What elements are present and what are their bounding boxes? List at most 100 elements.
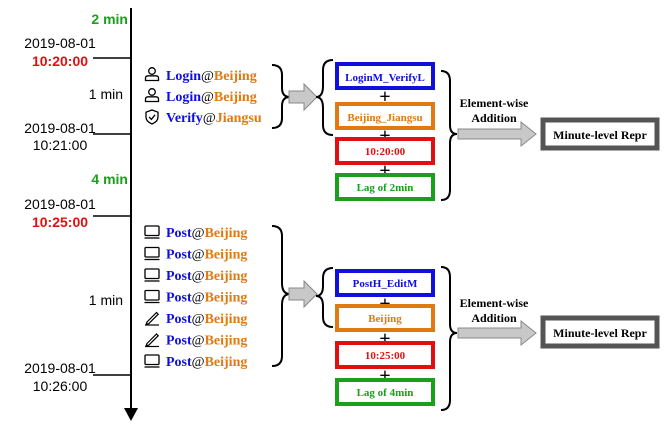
event-location: Beijing xyxy=(205,334,248,349)
event-item: Login@Beijing xyxy=(144,88,257,105)
timestamp-time-2: 10:21:00 xyxy=(33,137,88,153)
action-box-label-1: LoginM_VerifyL xyxy=(345,72,425,84)
event-action: Post xyxy=(166,355,192,370)
time-box-1 xyxy=(335,137,435,165)
result-label-1: Minute-level Repr xyxy=(553,128,647,142)
flow-arrow-2 xyxy=(288,279,318,309)
event-separator: @ xyxy=(192,269,205,284)
action-box-1 xyxy=(335,62,435,90)
plus-sign: + xyxy=(379,125,390,147)
monitor-icon xyxy=(143,354,161,368)
event-separator: @ xyxy=(201,90,214,105)
event-location: Beijing xyxy=(205,248,248,263)
event-separator: @ xyxy=(192,226,205,241)
plus-sign: + xyxy=(379,160,390,182)
event-action: Login xyxy=(166,90,201,105)
event-text: Post@Beijing xyxy=(166,269,247,284)
timestamp-date-2: 2019-08-01 xyxy=(24,120,96,136)
timestamp-time-3: 10:25:00 xyxy=(32,214,88,230)
pencil-icon xyxy=(144,333,160,348)
timeline-arrowhead xyxy=(124,408,138,421)
location-box-1 xyxy=(335,102,435,130)
event-list-group-2: Post@BeijingPost@BeijingPost@BeijingPost… xyxy=(143,225,248,370)
event-separator: @ xyxy=(192,291,205,306)
event-location: Beijing xyxy=(205,226,248,241)
shield-check-icon xyxy=(145,109,159,125)
event-action: Post xyxy=(166,269,192,284)
operation-label-line2: Addition xyxy=(471,311,517,325)
box-brace-right-2 xyxy=(440,266,458,411)
event-location: Beijing xyxy=(205,355,248,370)
flow-arrow-1 xyxy=(288,82,318,112)
event-separator: @ xyxy=(201,69,214,84)
lag-box-2 xyxy=(335,378,435,406)
event-location: Jiangsu xyxy=(216,111,262,126)
event-location: Beijing xyxy=(205,312,248,327)
event-brace-2 xyxy=(271,225,291,367)
event-separator: @ xyxy=(192,334,205,349)
event-item: Post@Beijing xyxy=(143,225,247,241)
location-box-label-2: Beijing xyxy=(368,313,402,325)
action-box-label-2: PostH_EditM xyxy=(353,278,418,290)
event-action: Post xyxy=(166,334,192,349)
event-text: Post@Beijing xyxy=(166,355,247,370)
span-label-1: 1 min xyxy=(89,86,123,102)
event-separator: @ xyxy=(192,355,205,370)
box-brace-left-2 xyxy=(315,267,334,328)
event-action: Post xyxy=(166,312,192,327)
event-text: Post@Beijing xyxy=(166,312,247,327)
time-box-2 xyxy=(335,341,435,369)
event-text: Login@Beijing xyxy=(166,69,257,84)
result-label-2: Minute-level Repr xyxy=(553,326,647,340)
event-item: Verify@Jiangsu xyxy=(145,109,262,126)
result-box-1 xyxy=(540,117,660,151)
plus-sign: + xyxy=(379,86,390,108)
event-item: Post@Beijing xyxy=(143,268,247,284)
addition-arrow-1 xyxy=(457,120,537,148)
action-box-2 xyxy=(335,269,435,297)
operation-label-line2: Addition xyxy=(471,111,517,125)
event-location: Beijing xyxy=(205,291,248,306)
event-item: Post@Beijing xyxy=(144,333,247,349)
plus-sign: + xyxy=(379,365,390,387)
event-action: Login xyxy=(166,69,201,84)
monitor-icon xyxy=(143,289,161,304)
event-item: Login@Beijing xyxy=(144,67,257,84)
event-separator: @ xyxy=(192,248,205,263)
plus-sign: + xyxy=(379,328,390,350)
user-icon xyxy=(144,67,160,82)
event-text: Verify@Jiangsu xyxy=(166,111,262,126)
location-box-label-1: Beijing_Jiangsu xyxy=(347,112,422,124)
operation-label-line1: Element-wise xyxy=(460,96,529,110)
event-action: Verify xyxy=(166,111,203,126)
event-separator: @ xyxy=(203,111,216,126)
monitor-icon xyxy=(143,225,161,239)
gap-label-2: 4 min xyxy=(91,171,128,187)
time-box-label-1: 10:20:00 xyxy=(365,146,406,158)
event-text: Login@Beijing xyxy=(166,90,257,105)
user-icon xyxy=(144,88,160,103)
timestamp-date-3: 2019-08-01 xyxy=(24,196,96,212)
monitor-icon xyxy=(143,268,161,282)
timestamp-time-4: 10:26:00 xyxy=(33,378,88,394)
event-item: Post@Beijing xyxy=(144,311,247,327)
pencil-icon xyxy=(144,311,160,326)
event-text: Post@Beijing xyxy=(166,226,247,241)
location-box-2 xyxy=(335,304,435,332)
event-item: Post@Beijing xyxy=(143,289,248,306)
event-text: Post@Beijing xyxy=(166,334,247,349)
addition-arrow-2 xyxy=(457,319,537,347)
time-box-label-2: 10:25:00 xyxy=(365,350,406,362)
event-action: Post xyxy=(166,291,192,306)
lag-box-label-2: Lag of 4min xyxy=(357,387,414,399)
event-item: Post@Beijing xyxy=(143,354,247,370)
result-box-2 xyxy=(540,315,660,349)
operation-label-line1: Element-wise xyxy=(460,296,529,310)
timestamp-date-4: 2019-08-01 xyxy=(24,360,96,376)
event-action: Post xyxy=(166,226,192,241)
event-action: Post xyxy=(166,248,192,263)
lag-box-1 xyxy=(335,173,435,201)
box-brace-left-1 xyxy=(315,59,334,136)
